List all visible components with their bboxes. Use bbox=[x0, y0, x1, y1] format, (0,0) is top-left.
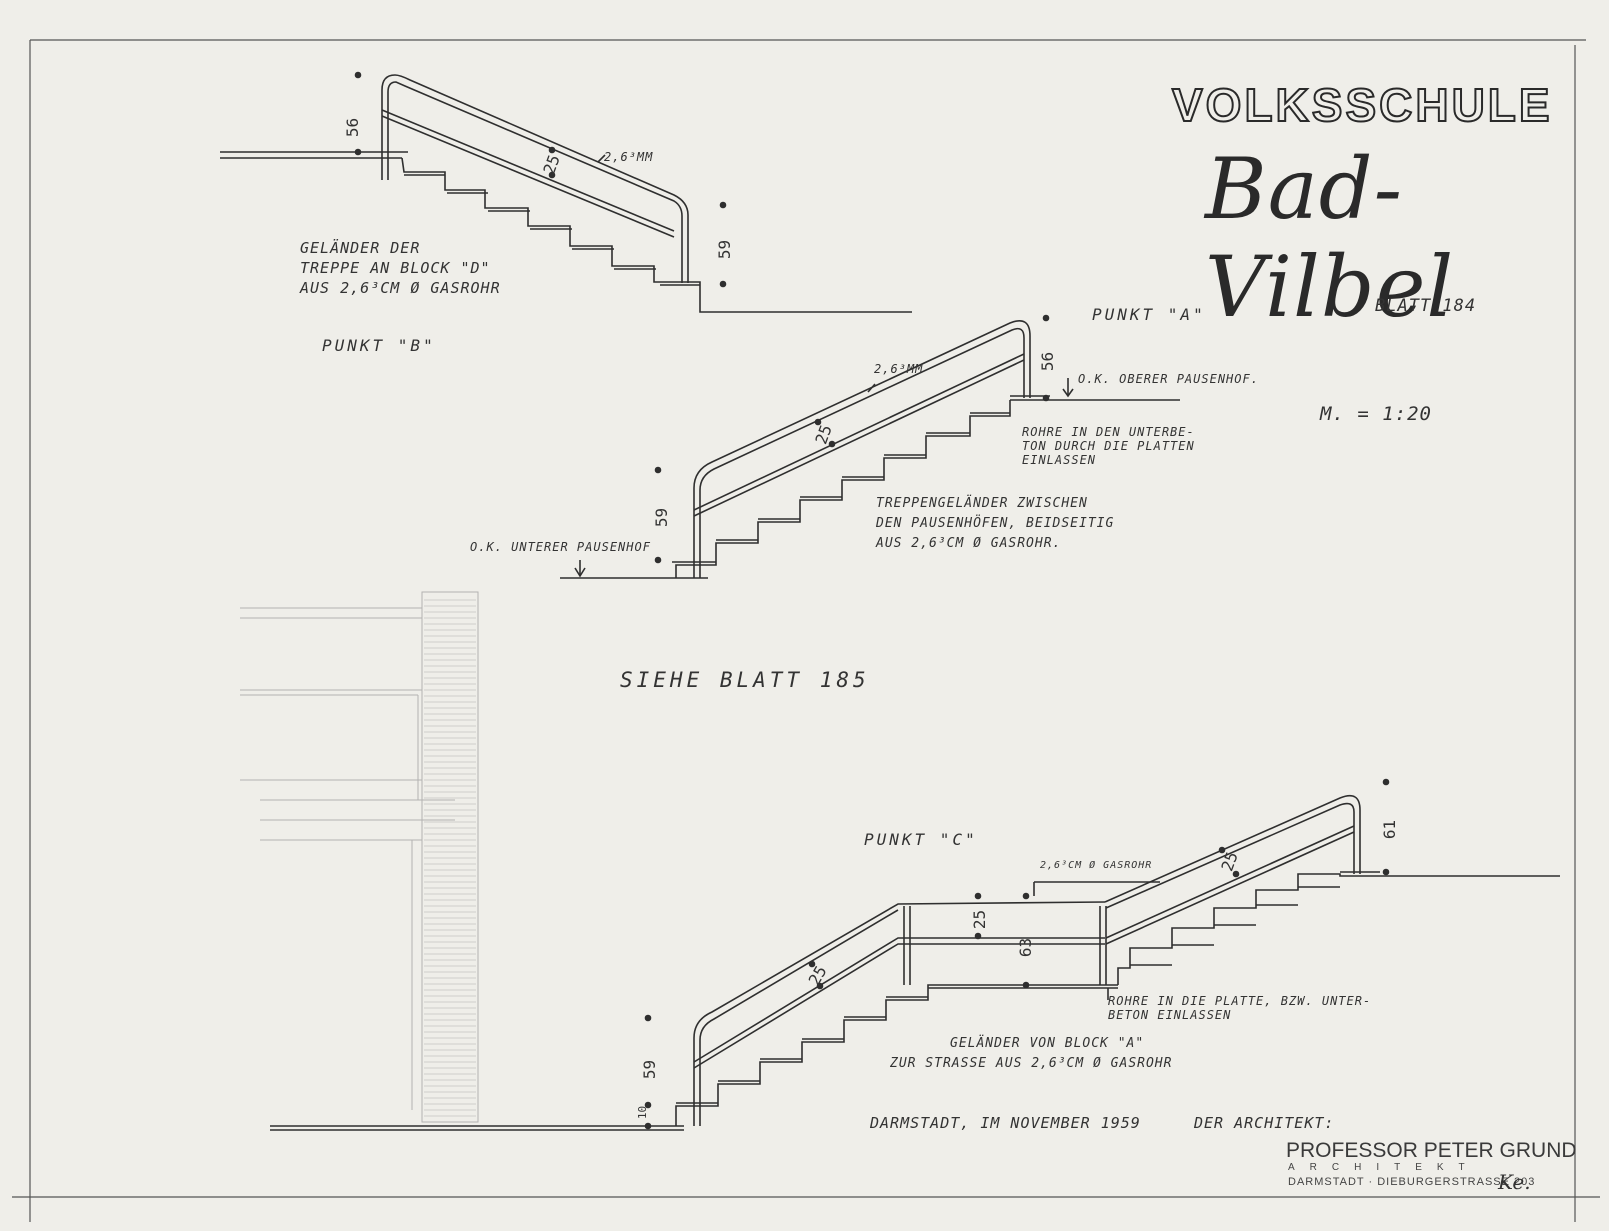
point-b-note-3: AUS 2,6³CM Ø GASROHR bbox=[300, 279, 501, 297]
point-c-label: PUNKT "C" bbox=[864, 830, 978, 849]
sheet-number: BLATT 184 bbox=[1375, 296, 1477, 316]
point-a-lower-level: O.K. UNTERER PAUSENHOF bbox=[470, 540, 651, 554]
architect-label: DER ARCHITEKT: bbox=[1194, 1114, 1335, 1132]
point-c-embed-1: ROHRE IN DIE PLATTE, BZW. UNTER- bbox=[1108, 994, 1372, 1008]
point-b-dim-56: 56 bbox=[343, 117, 363, 138]
point-c-dim-59: 59 bbox=[640, 1059, 660, 1080]
point-c-rail-1: GELÄNDER VON BLOCK "A" bbox=[950, 1036, 1145, 1051]
see-sheet-note: SIEHE BLATT 185 bbox=[620, 668, 870, 692]
stair-point-b bbox=[220, 71, 912, 313]
point-c-dim-10: 10 bbox=[636, 1105, 650, 1120]
point-a-dim-59: 59 bbox=[652, 507, 672, 528]
point-a-embed-1: ROHRE IN DEN UNTERBE- bbox=[1022, 425, 1195, 439]
place-date: DARMSTADT, IM NOVEMBER 1959 bbox=[870, 1114, 1141, 1132]
faint-brick-courses bbox=[424, 599, 476, 1117]
stamp-address: DARMSTADT · DIEBURGERSTRASSE 203 bbox=[1288, 1176, 1536, 1188]
point-b-dim-59: 59 bbox=[715, 239, 735, 260]
point-c-dim-25-landing: 25 bbox=[970, 909, 990, 930]
faint-wall-section bbox=[240, 591, 479, 1123]
school-title: VOLKSSCHULE bbox=[1171, 78, 1553, 132]
point-c-pipe-label: 2,6³CM Ø GASROHR bbox=[1040, 860, 1153, 871]
stamp-role: ARCHITEKT bbox=[1288, 1162, 1480, 1173]
point-b-note-2: TREPPE AN BLOCK "D" bbox=[300, 259, 491, 277]
point-b-label: PUNKT "B" bbox=[322, 336, 436, 355]
initials-signature: Ke. bbox=[1498, 1170, 1531, 1194]
point-a-pipe: 2,6³MM bbox=[874, 362, 924, 376]
point-c-dim-61: 61 bbox=[1380, 819, 1400, 840]
point-c-dim-63: 63 bbox=[1016, 937, 1036, 958]
point-a-embed-2: TON DURCH DIE PLATTEN bbox=[1022, 439, 1195, 453]
stamp-name: PROFESSOR PETER GRUND bbox=[1286, 1139, 1577, 1162]
point-b-note-1: GELÄNDER DER bbox=[300, 239, 421, 257]
point-c-embed-2: BETON EINLASSEN bbox=[1108, 1008, 1232, 1022]
point-a-dim-56: 56 bbox=[1038, 351, 1058, 372]
point-b-pipe: 2,6³MM bbox=[604, 150, 654, 164]
point-a-rail-2: DEN PAUSENHÖFEN, BEIDSEITIG bbox=[876, 516, 1115, 531]
stair-point-c bbox=[270, 778, 1560, 1131]
scale-label: M. = 1:20 bbox=[1320, 403, 1432, 425]
point-a-rail-3: AUS 2,6³CM Ø GASROHR. bbox=[876, 536, 1062, 551]
point-a-rail-1: TREPPENGELÄNDER ZWISCHEN bbox=[876, 496, 1088, 511]
point-c-rail-2: ZUR STRASSE AUS 2,6³CM Ø GASROHR bbox=[890, 1056, 1173, 1071]
stair-point-a bbox=[560, 314, 1180, 579]
point-a-embed-3: EINLASSEN bbox=[1022, 453, 1097, 467]
point-a-label: PUNKT "A" bbox=[1092, 305, 1206, 324]
point-a-upper-level: O.K. OBERER PAUSENHOF. bbox=[1078, 372, 1259, 386]
town-title: Bad-Vilbel bbox=[1205, 140, 1455, 336]
sheet-border bbox=[12, 39, 1600, 1222]
